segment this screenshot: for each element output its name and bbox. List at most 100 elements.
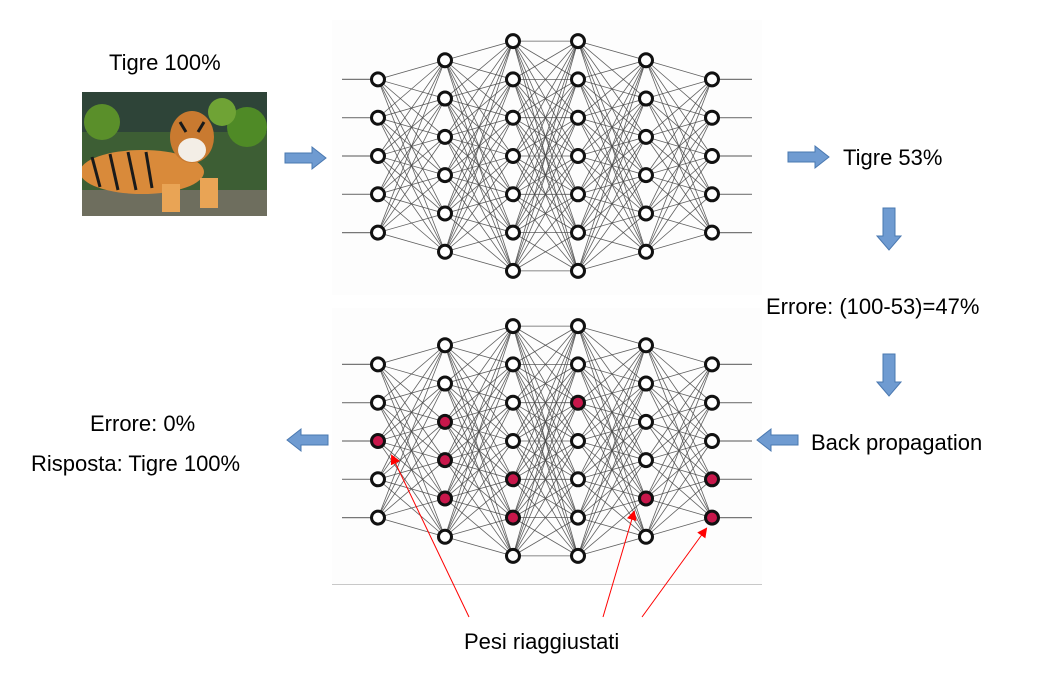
weight-edge [377,60,446,195]
tiger-image [82,92,267,216]
weight-edge [377,344,446,404]
weight-edge [577,174,647,272]
weight-edge [577,60,647,157]
neuron [704,224,720,241]
neuron [570,318,586,335]
final-answer-label: Risposta: Tigre 100% [31,451,241,476]
neuron [638,413,654,430]
neuron [570,547,586,564]
arrow-left-icon [756,427,799,453]
adjusted-neuron [437,413,453,430]
weight-edge [577,325,647,346]
neuron [570,433,586,449]
adjusted-neuron [704,471,720,488]
neuron [505,433,521,449]
weight-edge [377,59,446,80]
weight-edge [377,459,446,518]
neuron [437,375,453,392]
weight-edge [512,40,579,233]
weight-edge [377,498,446,518]
weight-edge [444,536,514,557]
neuron [638,128,654,145]
weight-edge [512,79,579,272]
weight-edge [444,40,514,214]
weight-edge [645,79,713,176]
weight-edge [512,479,579,557]
arrow-down-icon [875,353,903,397]
adjusted-neuron [570,394,586,411]
weight-edge [512,325,579,403]
weight-edge [577,213,647,272]
weight-edge [444,325,514,423]
weight-edge [577,345,647,480]
neuron [370,471,386,488]
weight-edge [444,325,514,499]
weight-edge [444,79,514,252]
weight-edge [577,98,647,272]
weight-edge [444,40,514,252]
weight-edge [444,251,514,272]
arrow-left-icon [286,427,329,453]
weight-edge [444,325,514,461]
neuron [638,452,654,469]
neuron [437,90,453,107]
neuron [704,394,720,411]
weight-edge [444,364,514,537]
weight-edge [512,194,579,272]
weight-edge [444,117,514,252]
adjusted-neuron [505,509,521,526]
weight-edge [577,498,647,557]
neuron [638,205,654,222]
neuron [570,224,586,241]
neuron [570,33,586,50]
neuron [437,528,453,545]
annotation-lines [390,454,708,618]
weight-edge [377,345,446,442]
output-label: Tigre 53% [843,145,943,170]
neuron [638,528,654,545]
adjusted-neuron [437,490,453,507]
weight-edge [645,155,713,252]
weight-edge [377,383,446,518]
tiger-illustration [82,92,267,216]
weight-edge [577,344,647,365]
neuron [437,243,453,260]
weight-edge [645,440,713,537]
neuron [704,433,720,449]
neuron [370,224,386,241]
weight-edge [577,459,647,557]
weight-edge [645,478,713,538]
weight-edge [512,40,579,80]
weight-edge [512,440,579,557]
neural-network-adjusted [342,318,752,564]
neuron [638,52,654,69]
weight-edge [577,60,647,195]
neuron [437,337,453,354]
weight-edge [512,40,579,157]
neuron [370,109,386,126]
neuron [570,471,586,488]
weight-edge [645,364,713,423]
neuron [505,547,521,564]
neuron [505,356,521,373]
neuron [704,71,720,88]
weight-edge [444,440,514,537]
neuron [505,109,521,126]
weight-edge [377,136,446,233]
weight-edge [645,364,713,537]
weight-edge [577,345,647,518]
neuron [638,337,654,354]
weight-edge [444,40,514,176]
neuron [570,148,586,164]
weight-edge [377,213,446,233]
weight-edge [645,117,713,252]
neuron [638,90,654,107]
weight-edge [444,155,514,252]
weight-edge [444,325,514,384]
weight-edge [377,345,446,518]
neuron [370,394,386,411]
annotation-arrow [602,510,637,618]
weight-edge [645,193,713,253]
weight-edge [444,40,514,99]
